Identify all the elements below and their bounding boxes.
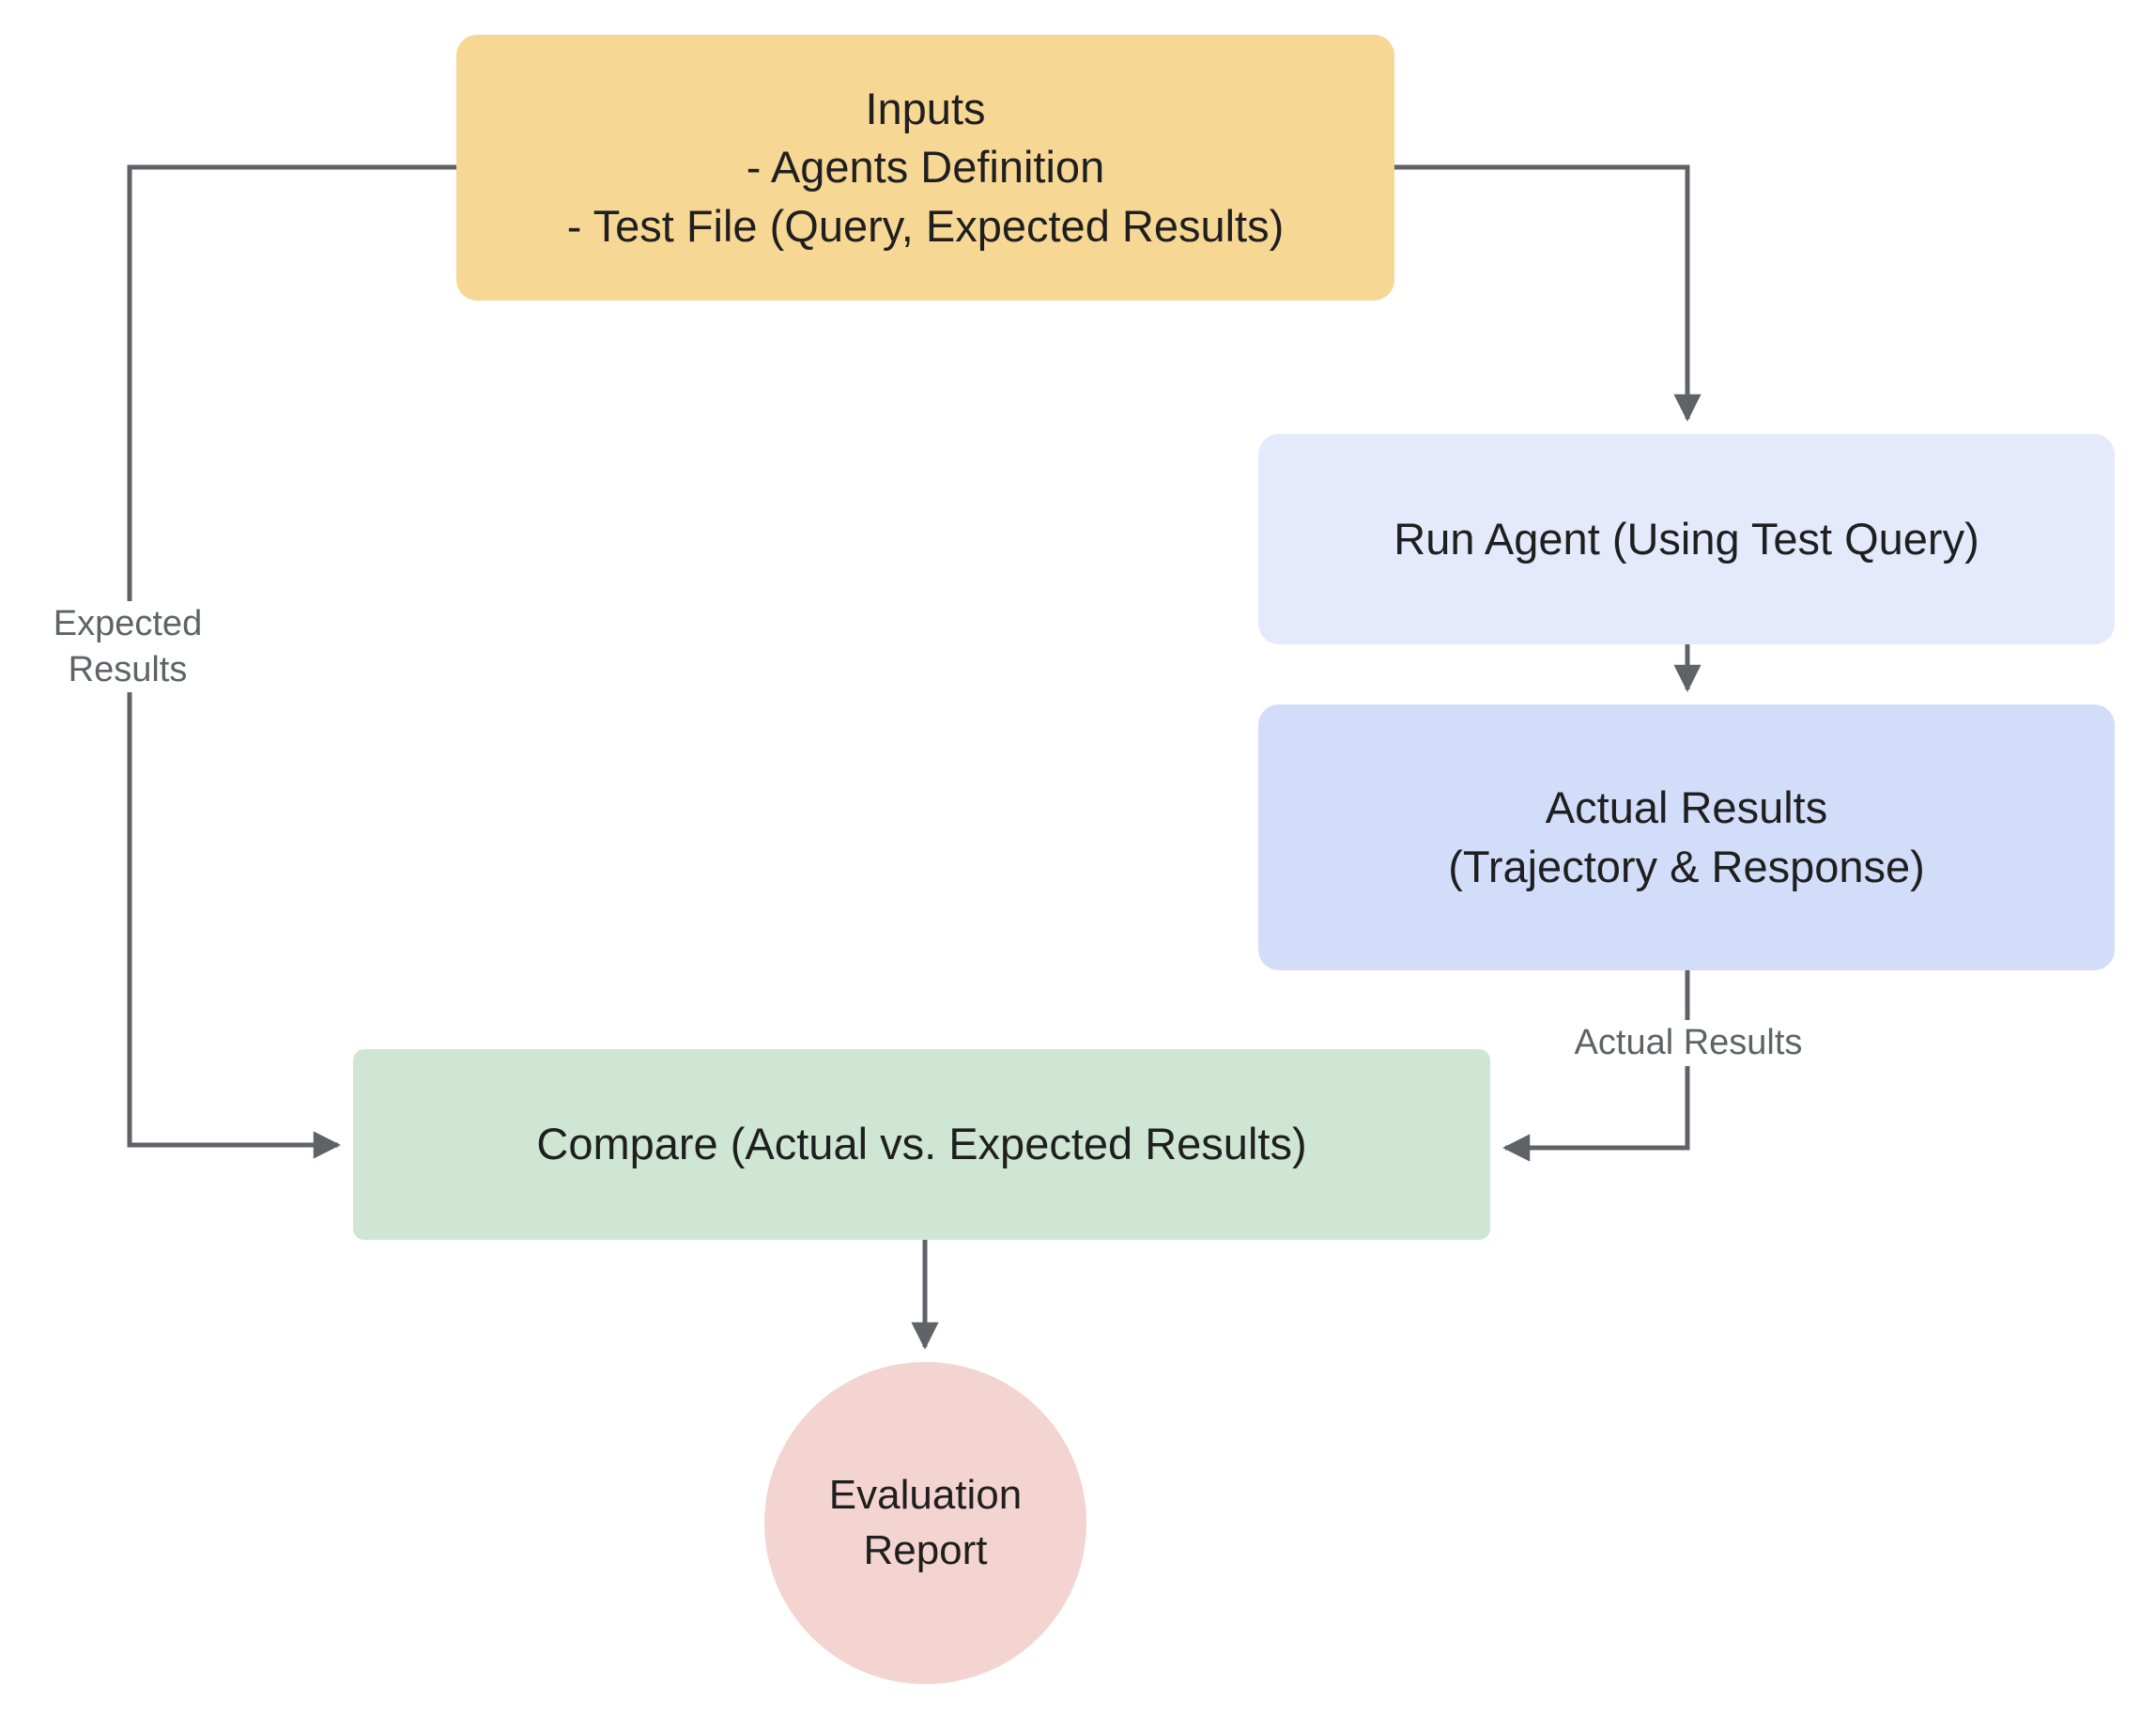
edge-inputs-to-run-agent	[1394, 164, 1702, 422]
node-evaluation-report[interactable]: Evaluation Report	[764, 1362, 1086, 1684]
edge-label-expected-results: Expected Results	[15, 601, 240, 693]
node-run-agent[interactable]: Run Agent (Using Test Query)	[1258, 434, 2115, 644]
edge-label-actual-results: Actual Results	[1548, 1020, 1829, 1066]
node-inputs[interactable]: Inputs - Agents Definition - Test File (…	[456, 35, 1394, 301]
node-actual-results[interactable]: Actual Results (Trajectory & Response)	[1258, 704, 2115, 970]
node-compare[interactable]: Compare (Actual vs. Expected Results)	[353, 1049, 1490, 1240]
